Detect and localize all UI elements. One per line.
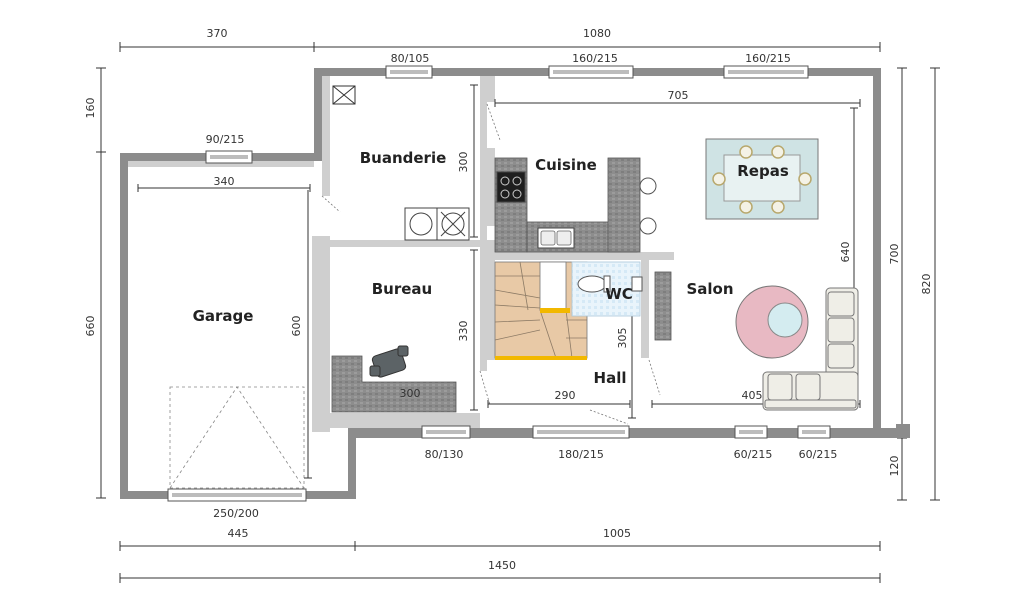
label-win-top-2: 160/215	[572, 52, 618, 65]
dim-left-160: 160	[84, 98, 97, 119]
room-label-buanderie: Buanderie	[360, 149, 447, 167]
ventilation-icon	[332, 85, 356, 105]
label-garage-door: 250/200	[213, 507, 259, 520]
room-label-garage: Garage	[193, 307, 254, 325]
dim-desk-300: 300	[400, 387, 421, 400]
dim-salon-640: 640	[839, 242, 852, 263]
label-win-garage: 90/215	[206, 133, 245, 146]
bar-stool-icon	[639, 177, 657, 195]
dim-wc-height: 305	[616, 328, 629, 349]
kitchen-counters	[494, 157, 657, 253]
bar-stool-icon	[639, 217, 657, 235]
office-chair-icon	[369, 345, 409, 378]
handbasin-icon	[631, 276, 643, 292]
rug-and-coffee-table	[735, 285, 809, 359]
desk: 300	[331, 355, 457, 413]
dim-garage-width: 340	[214, 175, 235, 188]
dim-bureau-height: 330	[457, 321, 470, 342]
doors	[321, 103, 661, 425]
dim-inner-705: 705	[668, 89, 689, 102]
room-label-repas: Repas	[737, 162, 789, 180]
left-dimensions: 160 660	[84, 67, 106, 499]
room-label-cuisine: Cuisine	[535, 156, 597, 174]
label-win-top-1: 80/105	[391, 52, 430, 65]
dim-top-right: 1080	[583, 27, 611, 40]
garage-door-swing	[169, 386, 305, 489]
dim-left-660: 660	[84, 316, 97, 337]
washing-machines	[404, 207, 470, 241]
room-label-hall: Hall	[594, 369, 627, 387]
room-label-salon: Salon	[686, 280, 733, 298]
dim-right-820: 820	[920, 274, 933, 295]
dim-bottom-left: 445	[228, 527, 249, 540]
room-label-bureau: Bureau	[372, 280, 432, 298]
inner-dimensions: 705 340 600 300 330 305 290 405 640	[137, 84, 861, 479]
dim-bottom-total: 1450	[488, 559, 516, 572]
dim-bottom-right: 1005	[603, 527, 631, 540]
room-label-wc: WC	[605, 285, 633, 303]
label-win-bottom-4: 60/215	[799, 448, 838, 461]
dim-garage-height: 600	[290, 316, 303, 337]
dim-buanderie-height: 300	[457, 152, 470, 173]
dining-table	[705, 138, 819, 220]
wc-area	[571, 261, 643, 317]
right-dimensions: 700 120 820	[888, 67, 940, 501]
window-labels: 80/105 160/215 160/215 90/215 80/130 180…	[206, 52, 838, 520]
label-win-bottom-1: 80/130	[425, 448, 464, 461]
top-dimensions: 370 1080	[119, 27, 881, 52]
sofa	[762, 287, 859, 411]
dim-top-left: 370	[207, 27, 228, 40]
tv-cabinet	[654, 271, 672, 341]
dim-salon-405: 405	[742, 389, 763, 402]
dim-right-120: 120	[888, 456, 901, 477]
toilet-icon	[577, 275, 607, 293]
label-win-bottom-2: 180/215	[558, 448, 604, 461]
inner-walls	[128, 76, 674, 432]
dim-right-700: 700	[888, 244, 901, 265]
dim-hall-290: 290	[555, 389, 576, 402]
label-win-bottom-3: 60/215	[734, 448, 773, 461]
windows	[167, 65, 831, 502]
label-win-top-3: 160/215	[745, 52, 791, 65]
room-labels: Garage Buanderie Cuisine Repas Bureau WC…	[193, 149, 789, 387]
bottom-dimensions: 445 1005 1450	[119, 527, 881, 583]
cooktop-icon	[496, 171, 526, 203]
